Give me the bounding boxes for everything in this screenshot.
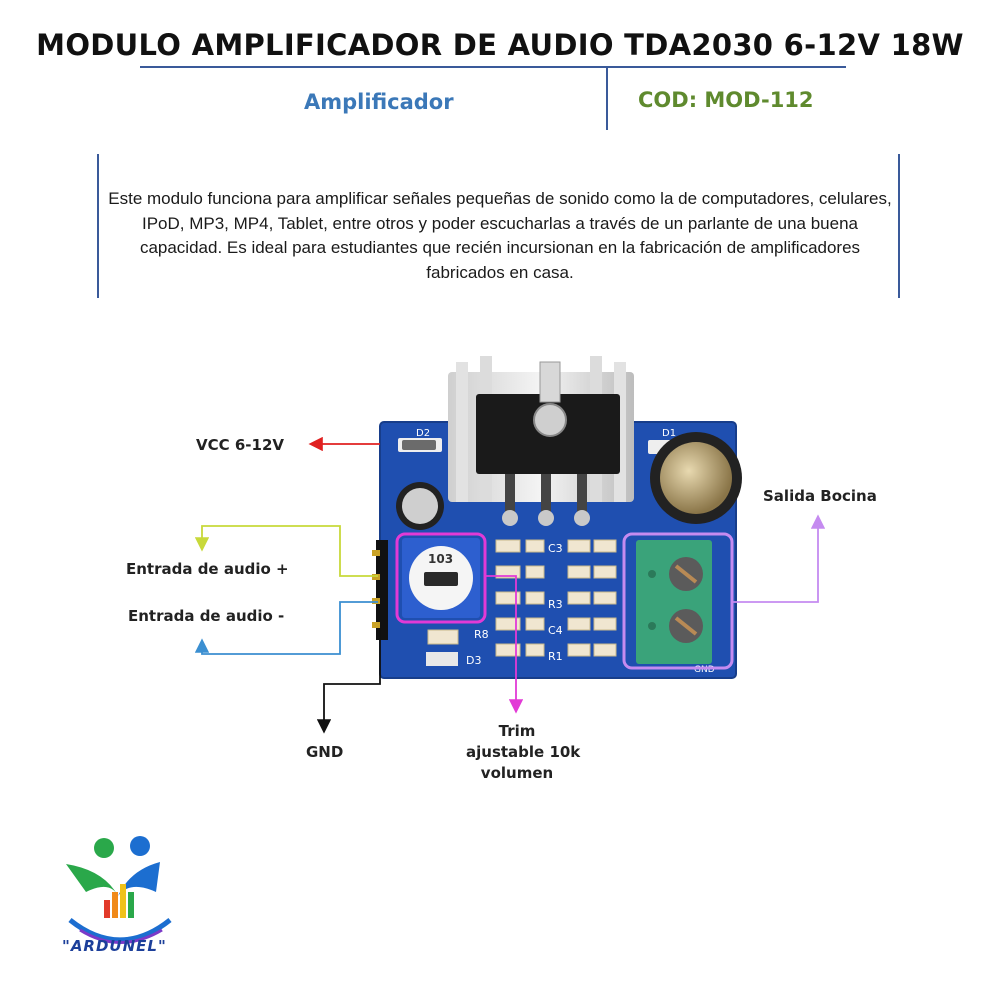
heatsink bbox=[448, 356, 634, 526]
label-audio-plus: Entrada de audio + bbox=[126, 560, 289, 578]
trim-potentiometer: 103 bbox=[395, 532, 487, 624]
electrolytic-capacitor-large bbox=[650, 432, 742, 524]
r3-label: R3 bbox=[548, 598, 563, 611]
silkscreen-labels: C3 R3 C4 R1 R8 D3 bbox=[466, 542, 563, 667]
terminal-gnd-label: GND bbox=[694, 665, 715, 675]
smd-components bbox=[427, 539, 617, 657]
label-trim: Trim ajustable 10k volumen bbox=[466, 721, 581, 784]
description-border-left bbox=[97, 154, 99, 298]
arrow-speaker bbox=[732, 514, 826, 603]
d3-label: D3 bbox=[466, 654, 481, 667]
label-gnd: GND bbox=[306, 743, 344, 761]
page-title: MODULO AMPLIFICADOR DE AUDIO TDA2030 6-1… bbox=[36, 28, 964, 62]
logo-brand-text: "ARDUNEL" bbox=[62, 937, 167, 955]
header-divider bbox=[606, 68, 608, 130]
header-pins bbox=[372, 540, 388, 640]
pot-value: 103 bbox=[428, 552, 453, 566]
label-speaker: Salida Bocina bbox=[763, 487, 877, 505]
ardunel-logo bbox=[66, 836, 172, 944]
electrolytic-capacitor-small bbox=[396, 482, 444, 530]
title-underline bbox=[140, 66, 846, 68]
screw-terminal: GND bbox=[622, 532, 734, 675]
label-trim-line3: volumen bbox=[480, 764, 554, 782]
product-description: Este modulo funciona para amplificar señ… bbox=[108, 189, 892, 282]
arrow-gnd bbox=[316, 628, 381, 734]
category-label: Amplificador bbox=[304, 90, 454, 114]
c3-label: C3 bbox=[548, 542, 563, 555]
arrow-audio-plus bbox=[194, 525, 378, 577]
label-trim-line1: Trim bbox=[498, 722, 536, 740]
r8-label: R8 bbox=[474, 628, 489, 641]
label-vcc: VCC 6-12V bbox=[196, 436, 284, 454]
led-d3 bbox=[426, 652, 458, 666]
d2-label: D2 bbox=[416, 428, 430, 439]
d1-label: D1 bbox=[662, 428, 676, 439]
product-code: COD: MOD-112 bbox=[638, 88, 814, 112]
r1-label: R1 bbox=[548, 650, 563, 663]
arrow-trim bbox=[486, 575, 524, 714]
arrow-audio-minus bbox=[194, 601, 378, 655]
label-trim-line2: ajustable 10k bbox=[466, 743, 581, 761]
description-border-right bbox=[898, 154, 900, 298]
diode-d2: D2 bbox=[398, 428, 442, 452]
label-audio-minus: Entrada de audio - bbox=[128, 607, 285, 625]
c4-label: C4 bbox=[548, 624, 563, 637]
